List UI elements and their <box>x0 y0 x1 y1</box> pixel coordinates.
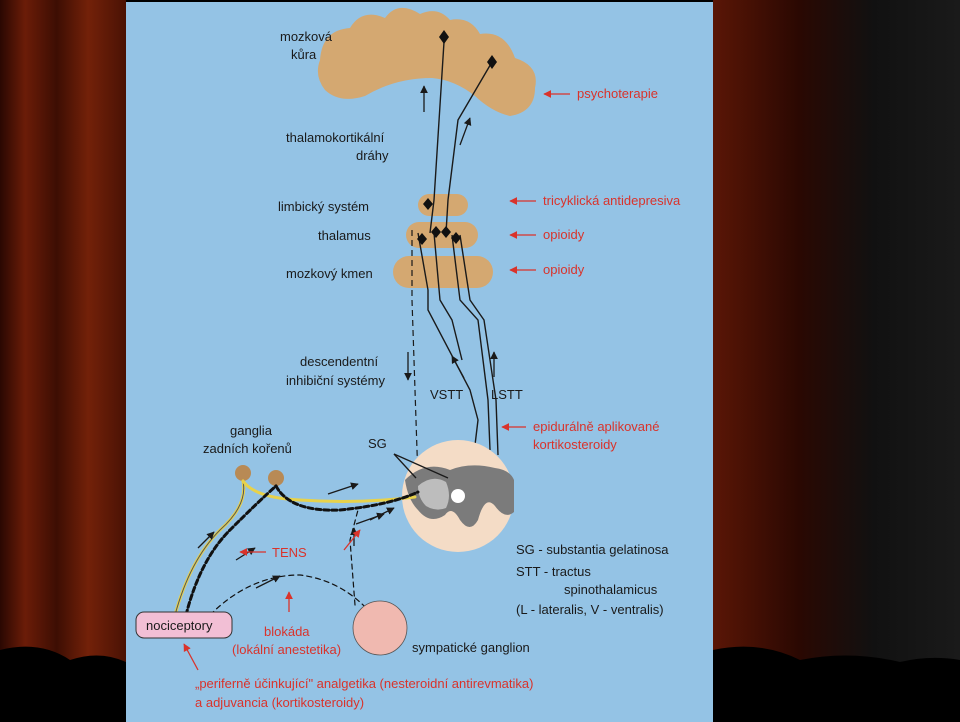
ganglia-label-2: zadních kořenů <box>203 441 292 456</box>
thalamus-bar <box>406 222 478 248</box>
treatment-arrows <box>183 90 570 671</box>
blockade-label-2: (lokální anestetika) <box>232 642 341 657</box>
epidural-label-2: kortikosteroidy <box>533 437 617 452</box>
brainstem-label: mozkový kmen <box>286 266 373 281</box>
nociceptor-box <box>135 611 233 639</box>
brainstem-bar <box>393 256 493 288</box>
spinal-cord-section <box>402 440 514 552</box>
limbic-system-label: limbický systém <box>278 199 369 214</box>
cortex-label-1: mozková <box>280 29 333 44</box>
descending-label-1: descendentní <box>300 354 378 369</box>
legend-sg: SG - substantia gelatinosa <box>516 542 669 557</box>
opioids-brainstem-label: opioidy <box>543 262 585 277</box>
sg-label: SG <box>368 436 387 451</box>
tricyclic-label: tricyklická antidepresiva <box>543 193 681 208</box>
direction-arrows <box>197 85 498 589</box>
nociceptor-label: nociceptory <box>146 618 213 633</box>
blockade-label-1: blokáda <box>264 624 310 639</box>
ascending-tracts <box>417 41 499 521</box>
opioids-thalamus-label: opioidy <box>543 227 585 242</box>
curtain-left <box>0 0 126 722</box>
vstt-label: VSTT <box>430 387 463 402</box>
epidural-label-1: epidurálně aplikované <box>533 419 659 434</box>
lstt-label: LSTT <box>491 387 523 402</box>
cerebral-cortex <box>317 7 536 116</box>
cortex-label-2: kůra <box>291 47 317 62</box>
thalamocortical-label-2: dráhy <box>356 148 389 163</box>
curtain-right <box>713 0 960 722</box>
legend-stt-2: spinothalamicus <box>564 582 658 597</box>
dorsal-root-ganglion-2 <box>268 470 284 486</box>
synapse-markers <box>417 30 497 245</box>
afferent-fibers <box>173 479 420 617</box>
legend-stt-1: STT - tractus <box>516 564 591 579</box>
thalamus-label: thalamus <box>318 228 371 243</box>
sympathetic-ganglion-label: sympatické ganglion <box>412 640 530 655</box>
psychotherapy-label: psychoterapie <box>577 86 658 101</box>
legend-stt-3: (L - lateralis, V - ventralis) <box>516 602 664 617</box>
descending-pathway <box>411 230 419 481</box>
thalamocortical-label-1: thalamokortikální <box>286 130 385 145</box>
limbic-system-bar <box>418 194 468 216</box>
dorsal-root-ganglion-1 <box>235 465 251 481</box>
sympathetic-ganglion <box>352 600 408 656</box>
tens-label: TENS <box>272 545 307 560</box>
descending-label-2: inhibiční systémy <box>286 373 385 388</box>
peripheral-label-1: „periferně účinkující" analgetika (neste… <box>195 676 533 691</box>
peripheral-label-2: a adjuvancia (kortikosteroidy) <box>195 695 364 710</box>
ganglia-label-1: ganglia <box>230 423 273 438</box>
